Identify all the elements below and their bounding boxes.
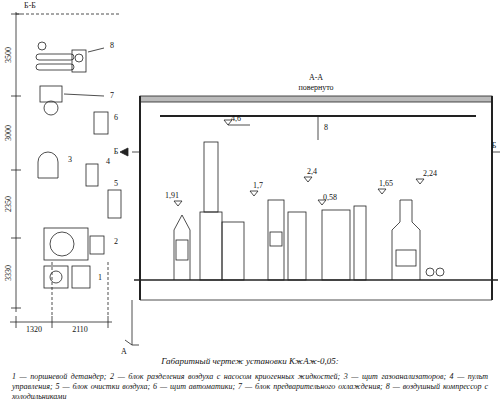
dimension-label: 1,91 [165,192,179,200]
callout-number: 2 [114,238,118,246]
dimension-lines [10,12,139,345]
callout-number: 7 [110,92,114,100]
gas-analyzer-panel-plan [38,152,58,178]
figure-caption: Габаритный чертеж установки КжАж-0,05: [0,356,500,366]
air-purification-plan [108,190,121,218]
dimension-label: 1,7 [253,182,263,190]
dimension-label: Б-Б [24,2,36,10]
equipment-elevation [174,142,444,280]
dimension-label: А-А [309,74,323,82]
dimension-label: повернуто [298,84,333,92]
dimension-label: 4,6 [231,115,241,123]
separation-block-plan [44,228,104,288]
dimension-label: 2,24 [423,170,437,178]
control-desk-plan [86,164,98,186]
building-section [132,96,500,300]
dimension-label: 3500 [5,47,13,63]
compressor-plan [36,42,104,72]
automation-panel-plan [94,112,108,134]
callout-number: 6 [114,114,118,122]
dimension-label: 2,4 [307,168,317,176]
parts-explanation: 1 — поршневой детандер; 2 — блок разделе… [12,372,488,402]
callout-number: 1 [98,274,102,282]
dimension-label: 3000 [5,125,13,141]
precooling-block-plan [40,86,104,115]
callout-number: 3 [68,156,72,164]
callout-number: 5 [114,180,118,188]
callout-number: 8 [324,124,328,132]
dimension-label: Б [114,148,119,156]
dimension-label: 1,65 [379,180,393,188]
dimension-label: 0,58 [323,194,337,202]
dimension-label: 3330 [5,265,13,281]
callout-number: 4 [106,158,110,166]
dimension-label: 1320 [26,326,42,334]
callout-number: 8 [110,42,114,50]
section-arrow [120,148,128,156]
dimension-label: Б [492,142,497,150]
level-markers [174,120,424,206]
dimension-label: А [121,348,127,356]
dimension-label: 2350 [5,196,13,212]
dimension-label: 2110 [72,326,88,334]
